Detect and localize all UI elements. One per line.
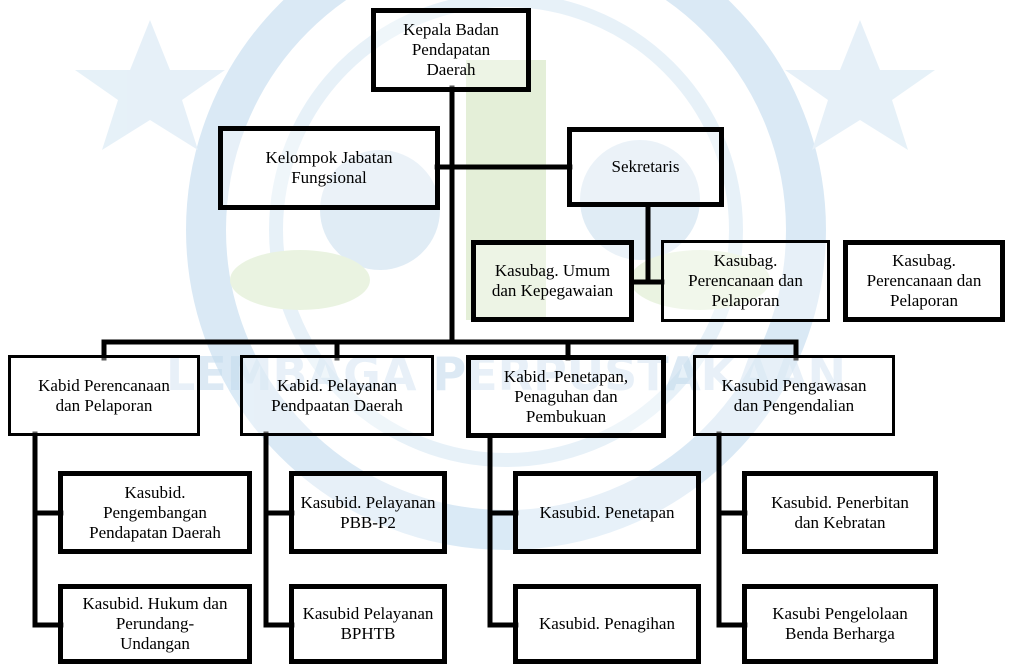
- functional-group-box: Kelompok Jabatan Fungsional: [218, 126, 440, 210]
- division-label: Kabid. Pelayanan Pendpaatan Daerah: [271, 375, 403, 415]
- subunit-box: Kasubid. Penetapan: [513, 471, 701, 554]
- division-box: Kabid Perencanaan dan Pelaporan: [8, 355, 200, 436]
- division-box: Kabid. Pelayanan Pendpaatan Daerah: [240, 355, 434, 436]
- division-label: Kabid Perencanaan dan Pelaporan: [38, 375, 170, 415]
- subunit-label: Kasubi Pengelolaan Benda Berharga: [772, 604, 908, 643]
- subunit-box: Kasubid. Penerbitan dan Kebratan: [742, 471, 938, 554]
- head-box: Kepala Badan Pendapatan Daerah: [371, 8, 531, 92]
- subunit-label: Kasubid. Hukum dan Perundang- Undangan: [82, 594, 228, 653]
- secretary-box: Sekretaris: [567, 127, 724, 207]
- subunit-box: Kasubid. Hukum dan Perundang- Undangan: [58, 584, 252, 664]
- subunit-label: Kasubid. Pengembangan Pendapatan Daerah: [89, 482, 221, 542]
- division-box: Kasubid Pengawasan dan Pengendalian: [693, 355, 895, 436]
- subunit-box: Kasubid. Pelayanan PBB-P2: [289, 471, 447, 554]
- division-label: Kabid. Penetapan, Penaguhan dan Pembukua…: [503, 366, 629, 426]
- division-label: Kasubid Pengawasan dan Pengendalian: [721, 375, 867, 415]
- sub-umum-label: Kasubag. Umum dan Kepegawaian: [491, 261, 614, 300]
- subunit-box: Kasubid. Pengembangan Pendapatan Daerah: [58, 471, 252, 554]
- subunit-box: Kasubid Pelayanan BPHTB: [289, 584, 447, 664]
- subunit-label: Kasubid. Pelayanan PBB-P2: [300, 492, 436, 532]
- sub-perencanaan-copy-label: Kasubag. Perencanaan dan Pelaporan: [866, 251, 982, 310]
- sub-umum-box: Kasubag. Umum dan Kepegawaian: [471, 240, 634, 322]
- sub-perencanaan-box: Kasubag. Perencanaan dan Pelaporan: [661, 240, 830, 322]
- subunit-label: Kasubid. Penerbitan dan Kebratan: [771, 492, 909, 532]
- subunit-box: Kasubid. Penagihan: [513, 584, 701, 664]
- subunit-box: Kasubi Pengelolaan Benda Berharga: [742, 584, 938, 664]
- subunit-label: Kasubid Pelayanan BPHTB: [302, 604, 434, 643]
- sub-perencanaan-copy-box: Kasubag. Perencanaan dan Pelaporan: [843, 240, 1005, 322]
- functional-group-label: Kelompok Jabatan Fungsional: [265, 148, 393, 187]
- secretary-label: Sekretaris: [611, 157, 680, 176]
- head-label: Kepala Badan Pendapatan Daerah: [403, 20, 499, 79]
- subunit-label: Kasubid. Penetapan: [539, 502, 675, 522]
- division-box: Kabid. Penetapan, Penaguhan dan Pembukua…: [466, 355, 666, 438]
- sub-perencanaan-label: Kasubag. Perencanaan dan Pelaporan: [688, 251, 803, 310]
- subunit-label: Kasubid. Penagihan: [539, 614, 675, 633]
